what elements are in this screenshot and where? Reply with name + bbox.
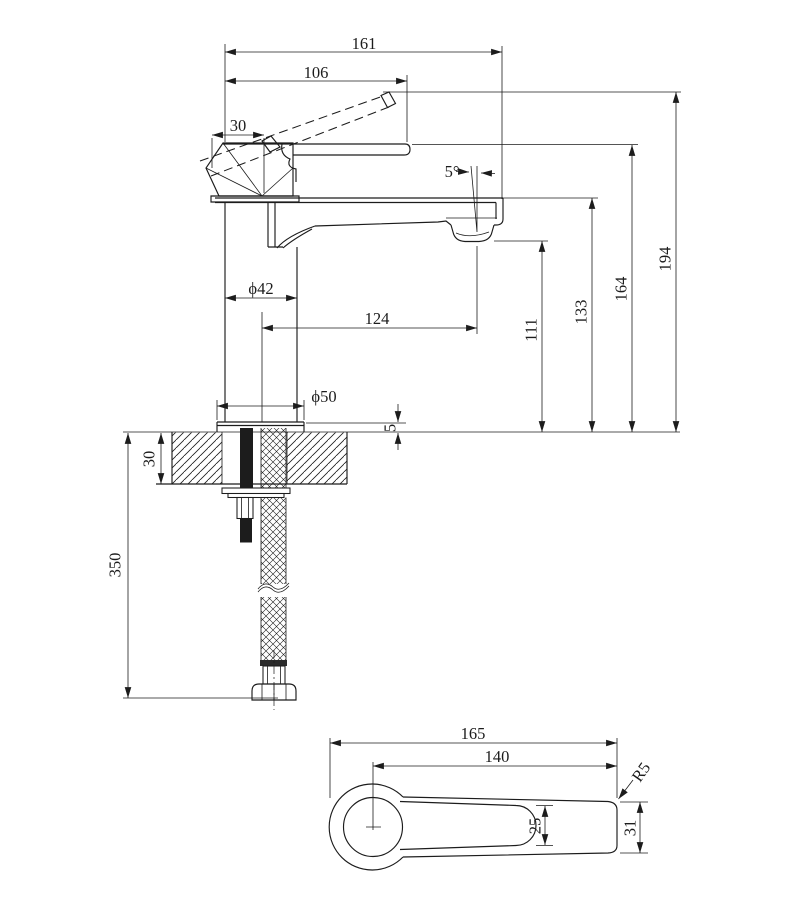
dim-outlet-reach-label: 124 bbox=[365, 309, 390, 328]
stud-lines bbox=[241, 497, 249, 518]
washer-2 bbox=[227, 492, 285, 499]
aerator bbox=[450, 224, 495, 243]
dim-lever-length-label: 140 bbox=[485, 747, 510, 766]
stud-thread bbox=[240, 518, 252, 543]
countertop-section bbox=[123, 431, 680, 485]
dim-hose-length-label: 350 bbox=[106, 553, 125, 578]
body-column bbox=[224, 202, 298, 422]
dim-base-diameter-label: ϕ50 bbox=[311, 387, 336, 406]
ext-25 bbox=[536, 805, 553, 846]
dim-slot-width-label: 25 bbox=[526, 818, 545, 835]
hose-lower-edges bbox=[260, 597, 287, 660]
lever-connector bbox=[281, 143, 297, 182]
spout-fillet bbox=[276, 225, 316, 249]
side-view-dimensions: 161 106 30 5° 111 133 164 194 ϕ42 124 ϕ5… bbox=[106, 34, 681, 699]
supply-hose bbox=[251, 497, 297, 710]
dim-body-diameter-label: ϕ42 bbox=[248, 279, 273, 298]
handle-center-mark bbox=[366, 762, 381, 830]
hose-fitting-lines bbox=[267, 666, 281, 684]
handle-head bbox=[205, 142, 294, 197]
threaded-rod bbox=[240, 428, 253, 488]
spout-end bbox=[494, 198, 504, 226]
counter-hole-edges bbox=[221, 432, 288, 484]
dim-handle-height-label: 164 bbox=[612, 277, 631, 302]
raised-lever-bottom-edge bbox=[210, 106, 390, 177]
dim-overall-width-label: 161 bbox=[352, 34, 377, 53]
side-view: 161 106 30 5° 111 133 164 194 ϕ42 124 ϕ5… bbox=[106, 34, 681, 710]
hose-in-counter bbox=[261, 428, 286, 488]
top-view-dimensions: 165 140 R5 25 31 bbox=[329, 724, 654, 854]
dim-overall-height-label: 194 bbox=[656, 247, 675, 272]
dim-handle-head-width-label: 30 bbox=[230, 116, 247, 135]
angle-arrow-right bbox=[480, 170, 496, 177]
washer bbox=[221, 487, 291, 495]
hose-collar-band bbox=[260, 660, 287, 666]
aerator-detail bbox=[446, 217, 497, 237]
faucet-outline bbox=[205, 135, 504, 432]
angle-arrow-left bbox=[455, 168, 470, 175]
spout-deck bbox=[215, 197, 503, 204]
dim-counter-thickness-label: 30 bbox=[140, 451, 159, 468]
dim-end-width-label: 31 bbox=[621, 820, 640, 837]
lever-slot bbox=[399, 800, 537, 851]
handle-raised-dashed bbox=[199, 91, 397, 177]
hose-upper bbox=[261, 497, 286, 585]
lever-top-outline bbox=[402, 796, 618, 858]
raised-lever-tip bbox=[380, 91, 397, 109]
ext-dia50 bbox=[216, 400, 305, 420]
dim-handle-reach-label: 106 bbox=[304, 63, 329, 82]
handle-ring-outer-arc bbox=[328, 783, 404, 871]
dim-outlet-height-label: 111 bbox=[522, 318, 541, 342]
lever-rest bbox=[223, 143, 411, 156]
ext-31 bbox=[620, 801, 648, 854]
mounting-hardware bbox=[221, 428, 291, 543]
hose-lower bbox=[261, 597, 286, 660]
counter-hatch-right bbox=[287, 432, 347, 484]
dim-handle-angle-label: 5° bbox=[445, 162, 460, 181]
spout-underside bbox=[314, 220, 452, 227]
hose-nut bbox=[251, 683, 297, 701]
handle-base bbox=[210, 195, 300, 203]
top-view: 165 140 R5 25 31 bbox=[328, 724, 654, 871]
lever-pivot-cap bbox=[261, 135, 281, 153]
radius-leader bbox=[618, 779, 634, 800]
stud-body bbox=[236, 496, 254, 520]
handle-head-facets bbox=[205, 142, 294, 197]
hose-upper-edges bbox=[260, 497, 287, 584]
base-plate bbox=[216, 421, 305, 432]
dim-deck-height-label: 133 bbox=[572, 300, 591, 325]
angle-ref-lines bbox=[470, 165, 478, 233]
dim-plate-thickness-label: 5 bbox=[381, 424, 400, 432]
counter-hatch-left bbox=[172, 432, 222, 484]
hose-in-counter-edges bbox=[260, 428, 287, 488]
ext-30-handle bbox=[211, 138, 265, 193]
spout-neck bbox=[267, 202, 283, 248]
dim-handle-length-label: 165 bbox=[461, 724, 486, 743]
raised-lever-top-edge bbox=[199, 95, 384, 162]
handle-top-outline bbox=[328, 762, 618, 871]
hose-break-lines bbox=[257, 582, 290, 593]
